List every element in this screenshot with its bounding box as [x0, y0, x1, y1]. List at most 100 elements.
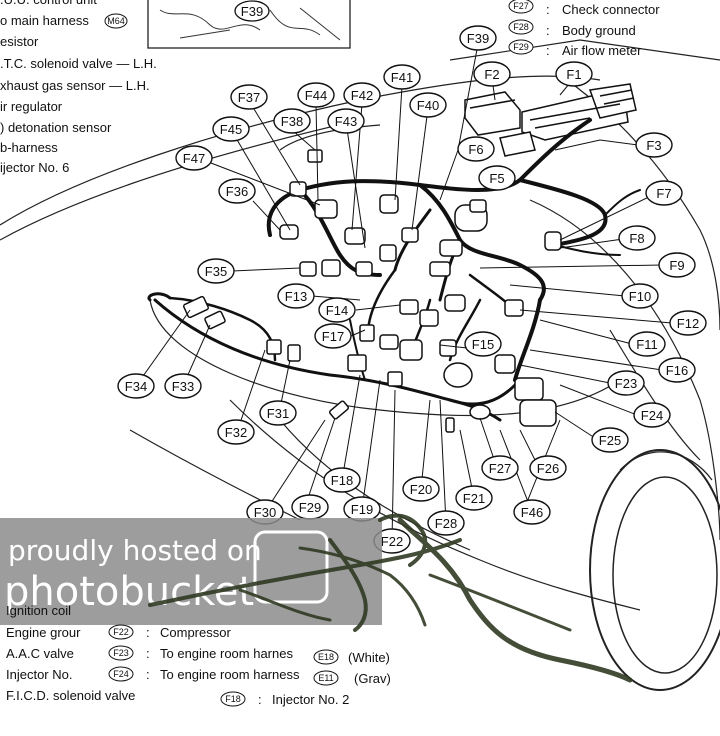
callout-bubble: [658, 357, 696, 383]
svg-text::: :: [146, 625, 150, 640]
callout-bubble: [175, 145, 213, 171]
svg-text::: :: [146, 646, 150, 661]
callout-bubble: [409, 92, 447, 118]
callout-label: F30: [254, 505, 276, 520]
callout-f1: F1: [555, 61, 593, 87]
callout-bubble: [459, 25, 497, 51]
callout-bubble: [481, 455, 519, 481]
label-main-harness: o main harness: [0, 13, 89, 28]
callout-f2: F2: [473, 61, 511, 87]
callout-f21: F21: [455, 485, 493, 511]
callout-label: F3: [646, 138, 661, 153]
legend-code-f23: F23: [113, 648, 129, 658]
callout-label: F19: [351, 502, 373, 517]
callout-bubble: [618, 225, 656, 251]
callout-tags: F1F2F3F5F6F7F8F9F10F11F12F13F14F15F16F17…: [117, 25, 707, 554]
legend-code-f18: F18: [225, 694, 241, 704]
legend-code-f28: F28: [513, 22, 529, 32]
callout-f9: F9: [658, 252, 696, 278]
callout-f47: F47: [175, 145, 213, 171]
top-right-legend: F27 : Check connector F28 : Body ground …: [508, 0, 660, 58]
callout-label: F16: [666, 363, 688, 378]
callout-label: F28: [435, 516, 457, 531]
callout-label: F37: [238, 90, 260, 105]
svg-text::: :: [546, 23, 550, 38]
callout-label: F21: [463, 491, 485, 506]
callout-bubble: [297, 82, 335, 108]
callout-bubble: [230, 84, 268, 110]
callout-bubble: [457, 136, 495, 162]
bottom-left-labels: Ignition coil Engine grour A.A.C valve I…: [6, 603, 135, 703]
callout-label: F17: [322, 329, 344, 344]
callout-bubble: [628, 331, 666, 357]
legend-note-white: (White): [348, 650, 390, 665]
label-aac-valve: A.A.C valve: [6, 646, 74, 661]
callout-bubble: [327, 108, 365, 134]
bottom-legend: F22 : Compressor F23 : To engine room ha…: [108, 624, 391, 707]
callout-bubble: [117, 373, 155, 399]
callout-bubble: [607, 370, 645, 396]
callout-bubble: [402, 476, 440, 502]
callout-label: F41: [391, 70, 413, 85]
label-detonation-sensor: ) detonation sensor: [0, 120, 112, 135]
callout-f33: F33: [164, 373, 202, 399]
legend-ref-e11: E11: [318, 673, 333, 683]
callout-bubble: [529, 455, 567, 481]
callout-label: F33: [172, 379, 194, 394]
callout-f16: F16: [658, 357, 696, 383]
legend-compressor: Compressor: [160, 625, 231, 640]
callout-label: F40: [417, 98, 439, 113]
callout-f41: F41: [383, 64, 421, 90]
callout-bubble: [591, 427, 629, 453]
callout-f35: F35: [197, 258, 235, 284]
callout-f6: F6: [457, 136, 495, 162]
callout-bubble: [455, 485, 493, 511]
hand-scribble: [148, 513, 633, 683]
callout-label: F44: [305, 88, 327, 103]
label-ftc-solenoid: .T.C. solenoid valve — L.H.: [0, 56, 157, 71]
callout-f36: F36: [218, 178, 256, 204]
callout-label: F26: [537, 461, 559, 476]
callout-f7: F7: [645, 180, 683, 206]
callout-f32: F32: [217, 419, 255, 445]
callout-f12: F12: [669, 310, 707, 336]
callout-bubble: [645, 180, 683, 206]
label-sub-harness: b-harness: [0, 140, 58, 155]
callout-f24: F24: [633, 402, 671, 428]
harness-wires: [147, 118, 641, 422]
callout-f14: F14: [318, 297, 356, 323]
callout-bubble: [427, 510, 465, 536]
callout-bubble: [277, 283, 315, 309]
callout-f42: F42: [343, 82, 381, 108]
callout-label: F32: [225, 425, 247, 440]
callout-label: F39: [467, 31, 489, 46]
tag-m64: M64: [107, 16, 125, 26]
callout-f18: F18: [323, 467, 361, 493]
callout-f40: F40: [409, 92, 447, 118]
callout-label: F27: [489, 461, 511, 476]
callout-bubble: [621, 283, 659, 309]
callout-f22: F22: [373, 528, 411, 554]
callout-bubble: [164, 373, 202, 399]
callout-label: F8: [629, 231, 644, 246]
callout-bubble: [555, 61, 593, 87]
svg-text::: :: [546, 43, 550, 58]
callout-f37: F37: [230, 84, 268, 110]
callout-bubble: [273, 108, 311, 134]
label-exhaust-sensor: xhaust gas sensor — L.H.: [0, 78, 150, 93]
callout-bubble: [658, 252, 696, 278]
callout-bubble: [259, 400, 297, 426]
callout-bubble: [314, 323, 352, 349]
callout-label: F38: [281, 114, 303, 129]
callout-label: F31: [267, 406, 289, 421]
callout-bubble: [212, 116, 250, 142]
callout-f8: F8: [618, 225, 656, 251]
callout-bubble: [197, 258, 235, 284]
callout-bubble: [343, 82, 381, 108]
label-ficd-valve: F.I.C.D. solenoid valve: [6, 688, 135, 703]
legend-engine-room-harness-1: To engine room harnes: [160, 646, 293, 661]
callout-label: F20: [410, 482, 432, 497]
top-left-labels: .U.U. control unit o main harness M64 es…: [0, 0, 157, 175]
callout-label: F29: [299, 500, 321, 515]
